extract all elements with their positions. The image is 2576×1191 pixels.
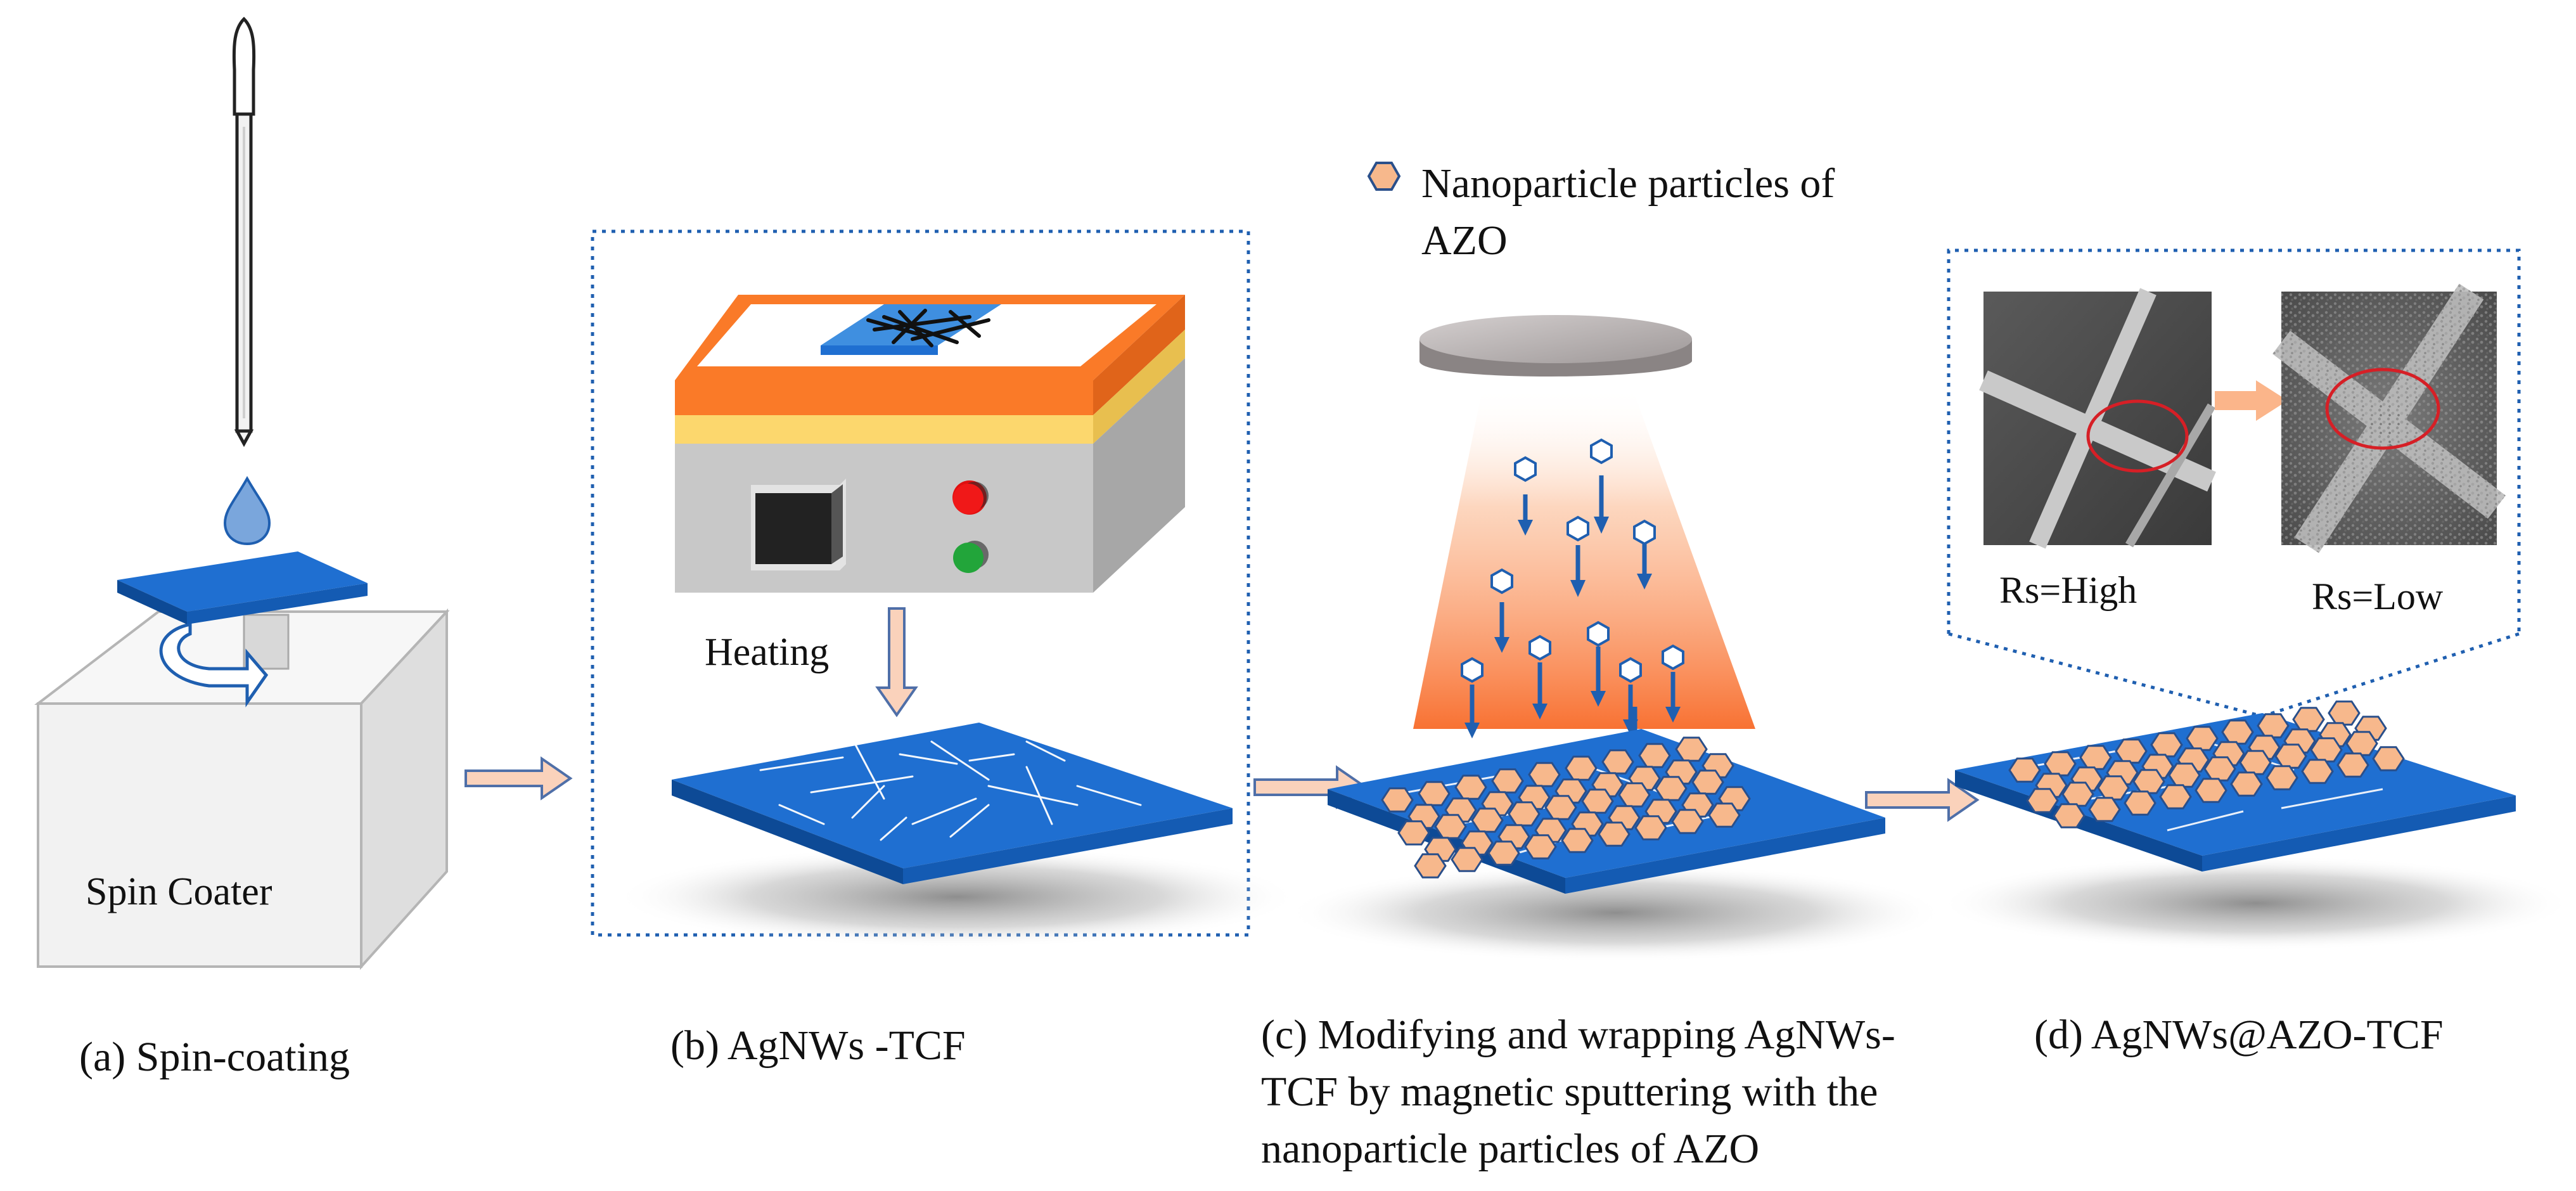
right-arrow-icon [2215, 380, 2288, 421]
nanoparticle-hexagon [1655, 776, 1688, 801]
right-arrow-icon [465, 756, 573, 801]
nanoparticle-hexagon [2345, 731, 2378, 756]
legend-text-line1: Nanoparticle particles of [1421, 160, 1835, 207]
nanoparticle-hexagon [2088, 797, 2121, 822]
caption-c-line1: (c) Modifying and wrapping AgNWs- [1261, 1012, 1895, 1058]
nanoparticle-hexagon [2115, 738, 2148, 764]
nanoparticle-hexagon [2274, 744, 2307, 769]
nanoparticle-hexagon [2097, 775, 2130, 801]
legend-hexagon-icon [1367, 162, 1401, 191]
nanoparticle-hexagon [2328, 700, 2361, 726]
nanoparticle-hexagon [2230, 771, 2263, 797]
nanoparticle-hexagon [1544, 795, 1577, 820]
caption-a: (a) Spin-coating [79, 1034, 350, 1080]
nanoparticle-hexagon [1491, 768, 1524, 794]
nanoparticle-hexagon [1581, 789, 1614, 814]
nanoparticle-hexagon [2195, 778, 2227, 803]
nanoparticle-hexagon [1508, 801, 1541, 827]
spin-plate [117, 551, 368, 624]
rs-low-label: Rs=Low [2312, 576, 2444, 617]
caption-b: (b) AgNWs -TCF [670, 1022, 966, 1069]
nanoparticle-hexagon [2026, 788, 2059, 813]
spin-coater-label: Spin Coater [86, 870, 272, 913]
nanoparticle-hexagon [2053, 803, 2086, 828]
nanoparticle-hexagon [1451, 847, 1483, 872]
nanoparticle-hexagon [1454, 775, 1487, 800]
nanoparticle-hexagon [1708, 802, 1741, 828]
nanoparticles-d [2008, 700, 2405, 828]
nanoparticle-hexagon [1634, 815, 1667, 840]
nanoparticle-hexagon [1471, 808, 1504, 833]
dotted-frame-b [591, 229, 1250, 937]
dropper-icon [232, 16, 256, 447]
caption-c-line3: nanoparticle particles of AZO [1261, 1126, 1760, 1172]
highlight-circle-high [2086, 399, 2189, 473]
shadow-d [1939, 856, 2573, 951]
rs-high-label: Rs=High [1999, 569, 2137, 611]
nanoparticle-hexagon [1671, 809, 1704, 834]
nanoparticle-hexagon [2310, 737, 2343, 763]
nanoparticle-hexagon [2168, 763, 2201, 788]
spin-coater-box [34, 608, 450, 970]
nanoparticle-hexagon [1565, 756, 1598, 781]
nanoparticle-hexagon [1675, 737, 1708, 762]
nanoparticle-hexagon [1528, 762, 1561, 787]
nanoparticle-hexagon [2336, 752, 2369, 778]
nanoparticle-hexagon [2150, 732, 2183, 757]
nanoparticle-hexagon [2372, 746, 2405, 771]
nanoparticle-hexagon [2221, 719, 2254, 745]
substrate-b [672, 723, 1233, 884]
nanoparticle-hexagon [1601, 749, 1634, 775]
caption-c-line2: TCF by magnetic sputtering with the [1261, 1069, 1878, 1115]
nanoparticle-hexagon [2079, 745, 2112, 770]
nanoparticle-hexagon [1381, 787, 1414, 813]
right-arrow-icon [1865, 778, 1980, 822]
nanoparticle-hexagon [2186, 726, 2219, 751]
nanoparticle-hexagon [1414, 853, 1447, 879]
highlight-circle-low [2325, 368, 2440, 450]
nanoparticle-hexagon [2061, 782, 2094, 807]
nanoparticle-hexagon [1638, 743, 1671, 768]
nanoparticle-hexagon [1418, 781, 1451, 806]
sem-image-low [2272, 283, 2506, 553]
nanoparticle-hexagon [2132, 769, 2165, 794]
nanoparticles-c [1381, 737, 1751, 879]
falling-particles [1461, 439, 1684, 747]
nanoparticle-hexagon [1561, 828, 1594, 853]
spin-coater-group [34, 16, 450, 970]
dotted-callout-d [1947, 248, 2521, 718]
nanoparticle-hexagon [2044, 751, 2077, 776]
nanoparticle-hexagon [1487, 840, 1520, 866]
nanoparticle-hexagon [2239, 750, 2272, 775]
caption-d: (d) AgNWs@AZO-TCF [2034, 1012, 2444, 1058]
shadow-b [615, 846, 1299, 948]
rotation-arrow-icon [159, 622, 269, 707]
nanoparticle-hexagon [2265, 765, 2298, 790]
nanoparticle-hexagon [2301, 759, 2334, 784]
nanoparticle-hexagon [1524, 834, 1557, 859]
nanoparticle-hexagon [2008, 757, 2041, 783]
nanoparticle-hexagon [1598, 821, 1631, 847]
shadow-c [1286, 863, 1945, 962]
sem-image-high [1979, 288, 2216, 549]
heater-group [675, 295, 1185, 593]
legend-text-line2: AZO [1421, 217, 1508, 264]
nanoparticle-hexagon [2159, 784, 2192, 809]
nanoparticle-hexagon [1691, 769, 1724, 795]
down-arrow-icon [875, 607, 918, 718]
droplet-icon [223, 475, 271, 546]
green-button [953, 543, 984, 573]
nanoparticle-hexagon [1397, 820, 1430, 846]
nanoparticle-hexagon [2124, 790, 2156, 816]
nanoparticle-hexagon [1618, 782, 1651, 808]
sputter-target [1419, 315, 1692, 377]
nanoparticle-hexagon [1434, 814, 1467, 839]
nanoparticle-hexagon [2292, 707, 2325, 732]
nanoparticle-hexagon [2257, 713, 2290, 738]
heating-label: Heating [705, 631, 830, 674]
nanoparticle-hexagon [2203, 756, 2236, 782]
heater-display [755, 493, 831, 564]
